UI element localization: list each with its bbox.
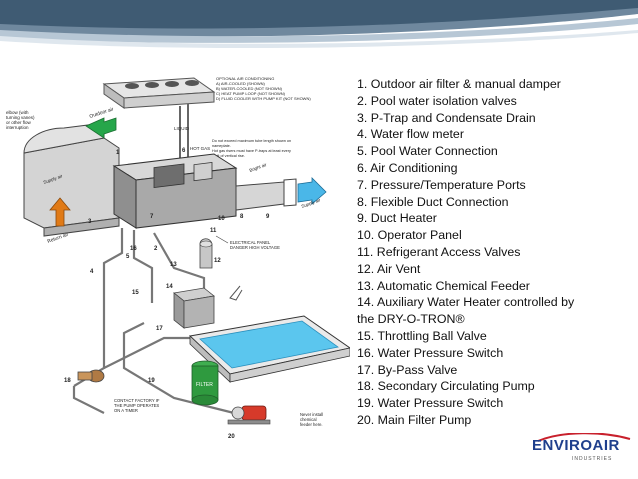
filter-label: FILTER xyxy=(196,382,213,388)
callout-17: 17 xyxy=(156,326,163,332)
legend-item: 17. By-Pass Valve xyxy=(357,362,458,377)
legend-item: 20. Main Filter Pump xyxy=(357,412,472,427)
callout-12: 12 xyxy=(214,258,221,264)
hot-gas-label: HOT GAS xyxy=(190,146,210,151)
system-diagram: OPTIONAL AIR CONDITIONING A) AIR-COOLED … xyxy=(4,68,350,476)
tube-note-1: Do not exceed maximum tube length shown … xyxy=(212,139,291,143)
callout-6: 6 xyxy=(182,148,186,154)
bright-air-label: Bright air xyxy=(249,162,268,173)
tube-note-4: 20 ft of vertical rise. xyxy=(212,154,245,158)
legend-item: 11. Refrigerant Access Valves xyxy=(357,244,521,259)
legend-item: 10. Operator Panel xyxy=(357,228,462,243)
elbow-note-3: or other flow xyxy=(6,120,32,125)
ac-note-5: D) FLUID COOLER WITH PUMP KIT (NOT SHOWN… xyxy=(216,96,311,101)
contact-note-1: CONTACT FACTORY IF xyxy=(114,398,160,403)
outdoor-condenser xyxy=(102,77,216,109)
filter-tank xyxy=(191,360,219,406)
legend-item: 13. Automatic Chemical Feeder xyxy=(357,278,530,293)
callout-4: 4 xyxy=(90,269,94,275)
callout-7: 7 xyxy=(150,214,154,220)
contact-note-3: ON A TIMER xyxy=(114,408,138,413)
tube-note-3: Hot gas risers must have P-traps at leas… xyxy=(212,149,291,153)
legend-item: 2. Pool water isolation valves xyxy=(357,93,517,108)
legend-item: 9. Duct Heater xyxy=(357,211,437,226)
callout-19: 19 xyxy=(148,378,155,384)
ac-note-2: A) AIR-COOLED (SHOWN) xyxy=(216,81,266,86)
header-band xyxy=(0,0,638,60)
elbow-note-4: interruption xyxy=(6,125,29,130)
return-air-arrow xyxy=(49,197,71,227)
secondary-pump xyxy=(77,369,105,383)
pool xyxy=(188,315,350,383)
brand-sub: INDUSTRIES xyxy=(572,456,613,462)
legend-item: the DRY-O-TRON® xyxy=(357,312,465,327)
legend-item: 3. P-Trap and Condensate Drain xyxy=(357,110,536,125)
ac-note-4: C) HEAT PUMP LOOP (NOT SHOWN) xyxy=(216,91,286,96)
callout-1: 1 xyxy=(116,150,120,156)
legend-item: 7. Pressure/Temperature Ports xyxy=(357,177,526,192)
air-vent xyxy=(199,238,213,269)
dehumidifier-unit xyxy=(112,153,238,229)
legend-item: 5. Pool Water Connection xyxy=(357,144,498,159)
legend-item: 12. Air Vent xyxy=(357,261,421,276)
tube-note-2: nameplate. xyxy=(212,144,231,148)
callout-15: 15 xyxy=(132,290,139,296)
enviroair-logo: ENVIROAIR INDUSTRIES xyxy=(532,433,636,475)
legend-item: 14. Auxiliary Water Heater controlled by xyxy=(357,295,575,310)
contact-note-2: THE PUMP OPERATES xyxy=(114,403,159,408)
electrical-panel-1: ELECTRICAL PANEL xyxy=(230,240,271,245)
callout-11: 11 xyxy=(210,228,217,234)
liquid-label: LIQUID xyxy=(174,126,190,131)
callout-3: 3 xyxy=(88,219,92,225)
legend-item: 18. Secondary Circulating Pump xyxy=(357,379,535,394)
main-filter-pump xyxy=(227,405,271,425)
outdoor-air-label: Outdoor air xyxy=(89,106,115,120)
callout-18: 18 xyxy=(64,378,71,384)
callout-9: 9 xyxy=(266,214,270,220)
elbow-note-2: turning vanes) xyxy=(6,115,35,120)
legend-item: 8. Flexible Duct Connection xyxy=(357,194,509,209)
component-legend: 1. Outdoor air filter & manual damper 2.… xyxy=(357,76,635,429)
callout-8: 8 xyxy=(240,214,244,220)
supply-duct xyxy=(235,178,297,211)
legend-item: 15. Throttling Ball Valve xyxy=(357,328,487,343)
never-install-2: chemical xyxy=(300,417,317,422)
water-piping xyxy=(72,228,245,415)
legend-item: 1. Outdoor air filter & manual damper xyxy=(357,77,561,91)
callout-13: 13 xyxy=(170,262,177,268)
callout-5: 5 xyxy=(126,254,130,260)
legend-item: 4. Water flow meter xyxy=(357,127,464,142)
callout-14: 14 xyxy=(166,284,173,290)
outdoor-air-arrow xyxy=(85,117,117,139)
chemical-feeder xyxy=(173,287,215,329)
supply-air-label-a: Supply air xyxy=(43,173,64,185)
supply-air-label-b: Supply air xyxy=(301,197,322,209)
callout-2: 2 xyxy=(154,246,158,252)
legend-item: 16. Water Pressure Switch xyxy=(357,345,504,360)
legend-item: 19. Water Pressure Switch xyxy=(357,396,504,411)
legend-item: 6. Air Conditioning xyxy=(357,160,458,175)
supply-air-arrow xyxy=(297,177,327,205)
ac-note-3: B) WATER-COOLED (NOT SHOWN) xyxy=(216,86,283,91)
elbow-note-1: elbow (with xyxy=(6,110,29,115)
electrical-panel-2: DANGER HIGH VOLTAGE xyxy=(230,245,280,250)
brand-name: ENVIROAIR xyxy=(532,437,620,454)
callout-20: 20 xyxy=(228,434,235,440)
never-install-3: feeder here. xyxy=(300,422,323,427)
callout-10: 10 xyxy=(218,216,225,222)
callout-16: 16 xyxy=(130,246,137,252)
ac-note-1: OPTIONAL AIR CONDITIONING xyxy=(216,76,274,81)
never-install-1: Never install xyxy=(300,412,323,417)
return-duct xyxy=(23,122,120,237)
